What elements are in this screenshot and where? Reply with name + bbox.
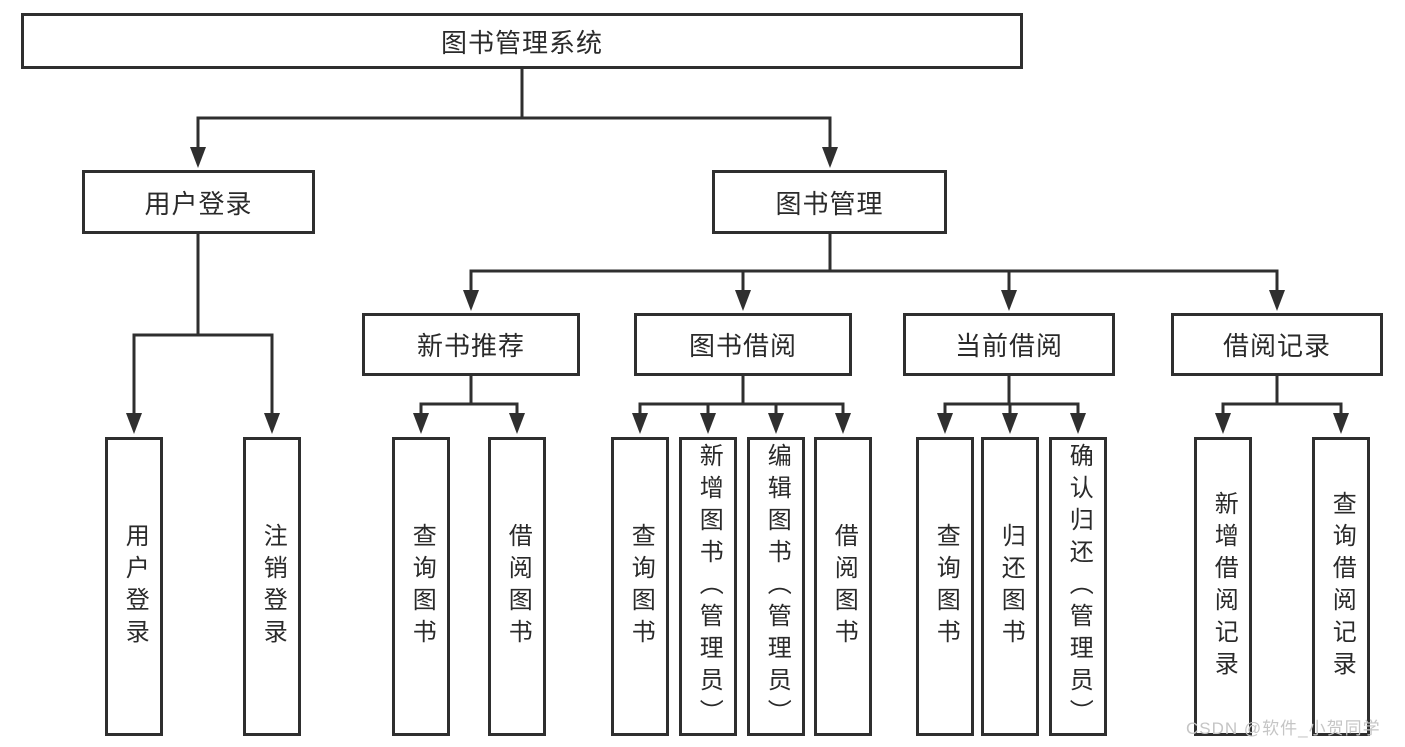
node-new-book-recommend-label: 新书推荐 [416,331,525,361]
leaf-query-books-recommend-label: 查询图书 [408,522,436,651]
leaf-add-borrow-record-label: 新增借阅记录 [1210,490,1238,683]
arrowhead [700,413,716,434]
node-user-login: 用户登录 [82,170,315,234]
leaf-query-books-borrow: 查询图书 [611,437,669,736]
leaf-confirm-return-admin-label: 确认归还（管理员） [1065,442,1093,731]
arrowhead [1002,413,1018,434]
leaf-return-book-label: 归还图书 [997,522,1025,651]
leaf-borrow-books-recommend-label: 借阅图书 [504,522,532,651]
leaf-query-books-current: 查询图书 [916,437,974,736]
arrowhead [768,413,784,434]
arrowhead [1001,290,1017,311]
node-book-management: 图书管理 [712,170,947,234]
leaf-return-book: 归还图书 [981,437,1039,736]
arrowhead [937,413,953,434]
arrowhead [1269,290,1285,311]
node-current-borrow-label: 当前借阅 [954,331,1063,361]
leaf-borrow-books-recommend: 借阅图书 [488,437,546,736]
leaf-edit-book-admin-label: 编辑图书（管理员） [763,442,791,731]
node-new-book-recommend: 新书推荐 [362,313,580,376]
leaf-user-login-label: 用户登录 [121,522,149,651]
arrowhead [413,413,429,434]
arrowhead [735,290,751,311]
watermark: CSDN @软件_小贺同学 [1186,719,1381,738]
leaf-user-login: 用户登录 [105,437,163,736]
leaf-edit-book-admin: 编辑图书（管理员） [747,437,805,736]
arrowhead [509,413,525,434]
leaf-query-books-borrow-label: 查询图书 [627,522,655,651]
node-user-login-label: 用户登录 [144,188,253,219]
arrowhead [835,413,851,434]
connector-path [132,69,1343,418]
leaf-add-book-admin-label: 新增图书（管理员） [695,442,723,731]
leaf-logout-label: 注销登录 [259,522,287,651]
leaf-borrow-books: 借阅图书 [814,437,872,736]
leaf-confirm-return-admin: 确认归还（管理员） [1049,437,1107,736]
arrowhead [632,413,648,434]
leaf-borrow-books-label: 借阅图书 [830,522,858,651]
arrowhead [1070,413,1086,434]
leaf-query-books-current-label: 查询图书 [932,522,960,651]
arrowhead [463,290,479,311]
arrowhead [190,147,206,168]
leaf-add-borrow-record: 新增借阅记录 [1194,437,1252,736]
node-borrow-records: 借阅记录 [1171,313,1383,376]
node-book-management-label: 图书管理 [775,188,884,219]
leaf-query-books-recommend: 查询图书 [392,437,450,736]
arrowhead [822,147,838,168]
arrowhead [264,413,280,434]
node-borrow-records-label: 借阅记录 [1222,331,1331,361]
node-book-borrow: 图书借阅 [634,313,852,376]
leaf-logout: 注销登录 [243,437,301,736]
node-book-borrow-label: 图书借阅 [688,331,797,361]
arrowhead [1215,413,1231,434]
arrowhead [126,413,142,434]
leaf-add-book-admin: 新增图书（管理员） [679,437,737,736]
arrowhead [1333,413,1349,434]
arrowheads [126,147,1349,434]
leaf-query-borrow-record-label: 查询借阅记录 [1328,490,1356,683]
node-current-borrow: 当前借阅 [903,313,1115,376]
leaf-query-borrow-record: 查询借阅记录 [1312,437,1370,736]
node-root-label: 图书管理系统 [440,27,603,58]
node-root: 图书管理系统 [21,13,1023,69]
